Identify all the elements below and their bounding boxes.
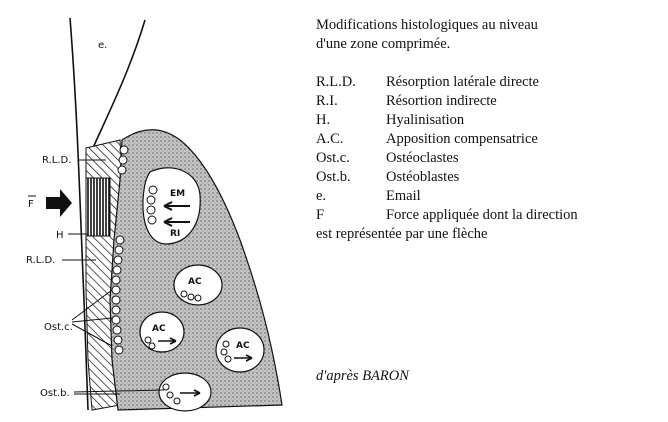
legend-item: H.Hyalinisation bbox=[316, 111, 661, 130]
force-arrow bbox=[46, 189, 72, 217]
legend-item: R.L.D.Résorption latérale directe bbox=[316, 73, 661, 92]
legend-item: R.I.Résortion indirecte bbox=[316, 92, 661, 111]
label-force: F bbox=[28, 199, 34, 210]
legend-continuation: est représentée par une flèche bbox=[316, 225, 661, 244]
marrow-space-ac-3: AC bbox=[216, 328, 264, 372]
marrow-space-ostb bbox=[159, 373, 211, 411]
legend-item: Ost.c.Ostéoclastes bbox=[316, 149, 661, 168]
label-rld-bottom: R.L.D. bbox=[26, 255, 55, 266]
marrow-space-ac-2: AC bbox=[140, 312, 184, 352]
label-ostc: Ost.c. bbox=[44, 322, 73, 333]
legend-item: e.Email bbox=[316, 187, 661, 206]
source-credit: d'après BARON bbox=[316, 368, 409, 385]
legend-item: A.C.Apposition compensatrice bbox=[316, 130, 661, 149]
label-ac-2: AC bbox=[152, 324, 166, 334]
label-ac-1: AC bbox=[188, 277, 202, 287]
label-ri: RI bbox=[170, 229, 180, 239]
label-rld-top: R.L.D. bbox=[42, 155, 71, 166]
root-surface-line bbox=[70, 18, 88, 410]
label-ac-3: AC bbox=[236, 341, 250, 351]
label-enamel: e. bbox=[98, 40, 107, 51]
label-ostb: Ost.b. bbox=[40, 388, 70, 399]
label-em: EM bbox=[170, 189, 185, 199]
label-hyalinisation: H bbox=[56, 230, 64, 241]
hyaline-zone bbox=[86, 178, 110, 236]
histology-diagram: EM RI AC AC AC e. R.L.D. bbox=[0, 0, 300, 422]
legend-title: Modifications histologiques au niveau d'… bbox=[316, 16, 661, 54]
legend: Modifications histologiques au niveau d'… bbox=[316, 16, 661, 244]
marrow-space-ac-1: AC bbox=[174, 265, 222, 305]
legend-item: Ost.b.Ostéoblastes bbox=[316, 168, 661, 187]
